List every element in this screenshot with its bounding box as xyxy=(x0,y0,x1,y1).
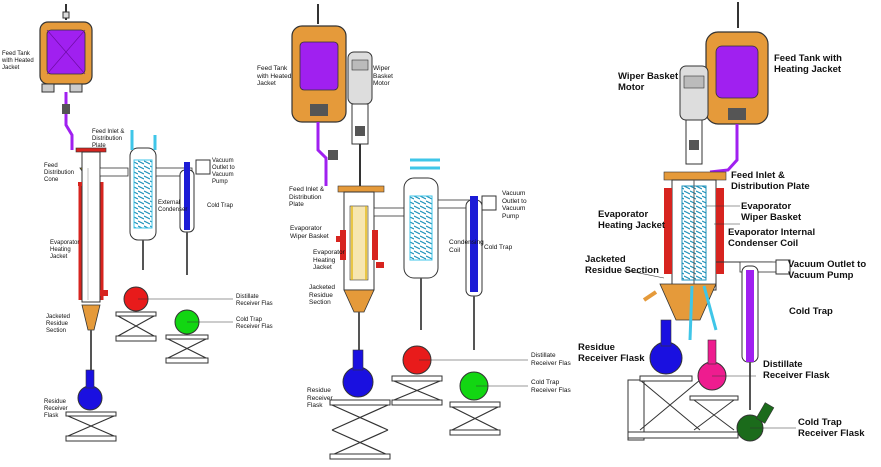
label-evaporator-heating-jacket: Evaporator Heating Jacket xyxy=(313,249,345,271)
label-condensing-coil: Condensing Coil xyxy=(449,239,484,254)
label-evaporator-wiper-basket: Evaporator Wiper Basket xyxy=(741,201,802,223)
label-feed-tank: Feed Tank with Heating Jacket xyxy=(774,53,842,75)
label-internal-condenser-coil: Evaporator Internal Condenser Coil xyxy=(728,227,816,249)
cold-trap-left xyxy=(179,162,195,275)
label-distillate-receiver: Distillate Receiver Flas xyxy=(236,294,273,307)
cold-trap-middle xyxy=(465,196,483,350)
label-wiper-basket: Evaporator Wiper Basket xyxy=(290,225,329,240)
label-jacketed-residue: Jacketed Residue Section xyxy=(309,284,336,306)
residue-section-left xyxy=(81,304,101,331)
label-distillate-receiver: Distillate Receiver Flask xyxy=(763,359,830,381)
condenser-middle xyxy=(403,158,440,330)
evaporator-left xyxy=(78,151,108,303)
label-feed-inlet: Feed Inlet & Distribution Plate xyxy=(289,186,325,208)
label-feed-tank: Feed Tank with Heated Jacket xyxy=(257,65,292,87)
evaporator-middle xyxy=(336,191,384,291)
wiper-motor-right xyxy=(679,65,709,165)
left-diagram xyxy=(39,4,233,442)
label-vacuum-outlet: Vacuum Outlet to Vacuum Pump xyxy=(502,190,527,220)
label-cold-trap: Cold Trap xyxy=(789,306,833,317)
lab-jack-left xyxy=(65,411,117,442)
label-cold-trap: Cold Trap xyxy=(207,203,234,209)
label-wiper-basket-motor: Wiper Basket Motor xyxy=(618,71,679,93)
label-residue-receiver: Residue Receiver Flask xyxy=(578,342,645,364)
label-cold-trap-receiver: Cold Trap Receiver Flask xyxy=(798,417,865,439)
label-jacketed-residue: Jacketed Residue Section xyxy=(46,314,71,334)
cold-trap-right xyxy=(741,265,759,410)
label-external-condenser: External Condenser xyxy=(158,200,188,213)
feed-tank-left xyxy=(39,21,93,93)
residue-flask-right xyxy=(649,341,683,375)
right-diagram xyxy=(623,2,796,442)
label-residue-receiver: Residue Receiver Flask xyxy=(44,399,68,419)
label-jacketed-residue: Jacketed Residue Section xyxy=(585,254,659,276)
evaporator-right xyxy=(664,179,724,291)
feed-tank-right xyxy=(705,31,769,125)
label-vacuum-outlet: Vacuum Outlet to Vacuum Pump xyxy=(788,259,867,281)
residue-flask-left xyxy=(77,385,103,411)
feed-tank-middle xyxy=(291,25,347,123)
label-cold-trap: Cold Trap xyxy=(484,244,513,251)
label-cold-trap-receiver: Cold Trap Receiver Flas xyxy=(531,379,571,394)
label-distillate-receiver: Distillate Receiver Flas xyxy=(531,352,571,367)
label-wiper-basket-motor: Wiper Basket Motor xyxy=(373,65,393,87)
label-feed-tank: Feed Tank with Heated Jacket xyxy=(2,51,34,71)
label-evaporator-heating-jacket: Evaporator Heating Jacket xyxy=(50,240,80,260)
wiper-motor-middle xyxy=(347,51,373,186)
residue-flask-middle xyxy=(342,366,374,398)
label-feed-inlet: Feed Inlet & Distribution Plate xyxy=(92,129,125,149)
support-stand-right xyxy=(627,379,739,441)
label-evaporator-heating-jacket: Evaporator Heating Jacket xyxy=(598,209,666,231)
label-cold-trap-receiver: Cold Trap Receiver Flas xyxy=(236,317,273,330)
label-vacuum-outlet: Vacuum Outlet to Vacuum Pump xyxy=(212,158,235,185)
middle-diagram xyxy=(291,4,528,460)
label-residue-receiver: Residue Receiver Flask xyxy=(307,387,333,409)
label-feed-distribution-cone: Feed Distribution Cone xyxy=(44,163,75,183)
external-condenser-left xyxy=(129,130,157,270)
label-feed-inlet: Feed Inlet & Distribution Plate xyxy=(731,170,810,192)
lab-jack-middle xyxy=(329,399,391,460)
